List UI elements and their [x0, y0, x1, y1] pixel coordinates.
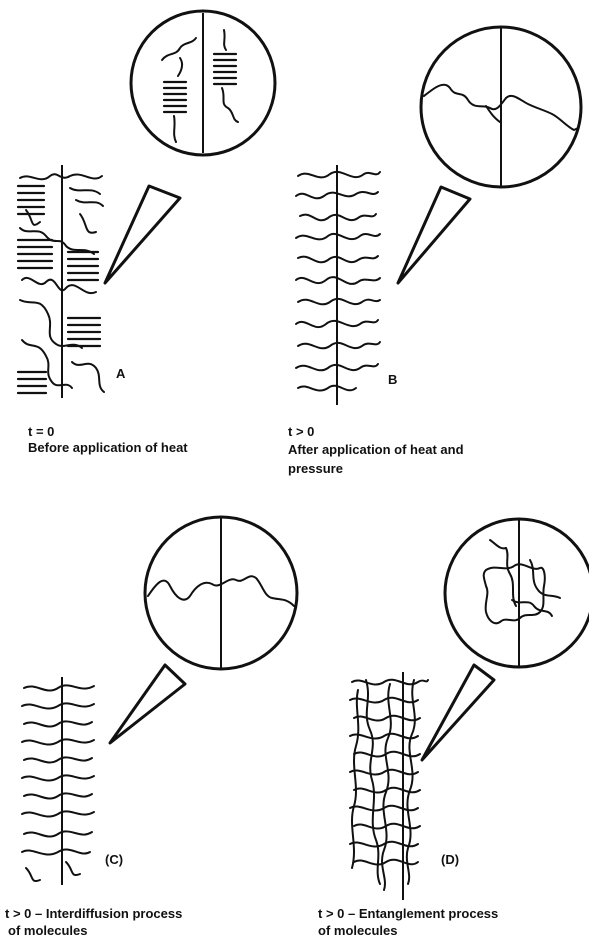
panel-c: [22, 517, 297, 885]
magnified-chains: [484, 540, 560, 623]
magnified-chains: [162, 30, 238, 142]
panel-d-caption-line-2: of molecules: [318, 922, 397, 939]
panel-a-time: t = 0: [28, 423, 54, 440]
panel-b-caption-line-1: After application of heat and: [288, 441, 464, 458]
polymer-chains: [350, 680, 428, 890]
panel-c-caption-line-2: of molecules: [8, 922, 87, 939]
polymer-chains: [22, 685, 94, 881]
panel-b: [296, 27, 581, 405]
magnifier-pointer: [110, 665, 185, 743]
panel-b-caption-line-2: pressure: [288, 460, 343, 477]
panel-a-letter: A: [116, 366, 125, 381]
panel-b-time: t > 0: [288, 423, 314, 440]
magnifier-pointer: [105, 186, 180, 283]
panel-d-letter: (D): [441, 852, 459, 867]
panel-d: [350, 519, 589, 900]
magnifier-pointer: [422, 665, 494, 760]
panel-b-letter: B: [388, 372, 397, 387]
panel-c-letter: (C): [105, 852, 123, 867]
panel-a: [18, 11, 275, 398]
panel-d-caption-line-1: t > 0 – Entanglement process: [318, 905, 498, 922]
panel-a-caption: Before application of heat: [28, 439, 188, 456]
magnifier-circle: [445, 519, 589, 667]
magnifier-pointer: [398, 187, 470, 283]
panel-c-caption-line-1: t > 0 – Interdiffusion process: [5, 905, 182, 922]
